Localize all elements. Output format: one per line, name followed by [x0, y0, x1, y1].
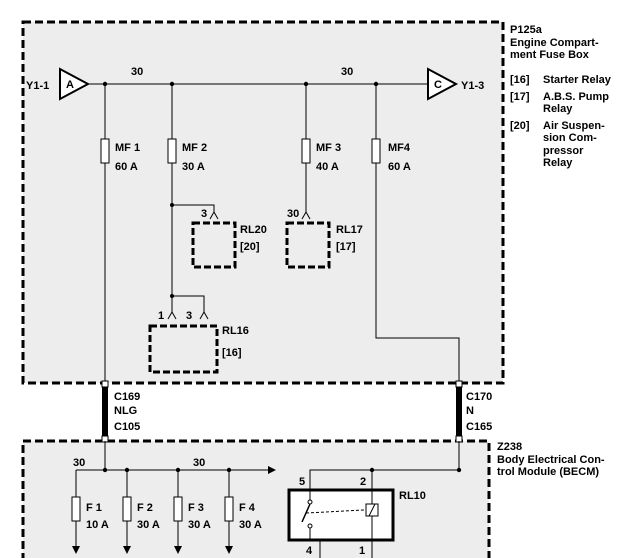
- rl20-ref: [20]: [240, 241, 260, 253]
- rl16-pin3-label: 3: [186, 310, 192, 322]
- fuse-box-name-line: ment Fuse Box: [510, 49, 589, 61]
- fuse-f4-name: F 4: [239, 502, 256, 514]
- rl10-pin1-label: 1: [359, 545, 365, 557]
- connector-pin-top-right: [455, 380, 463, 388]
- bcm-title: Z238 Body Electrical Con- trol Module (B…: [497, 441, 605, 479]
- legend-text-line: pressor: [543, 144, 584, 157]
- wire-label-30: 30: [73, 457, 85, 469]
- bcm-name-line: trol Module (BECM): [497, 466, 600, 478]
- rl10-pin2-label: 2: [360, 476, 366, 488]
- rl16-name: RL16: [222, 325, 249, 337]
- legend-num: [16]: [510, 74, 530, 86]
- fuse-mf4-name: MF4: [388, 142, 411, 154]
- fuse-box-outline: [21, 20, 505, 385]
- wire-label-30: 30: [131, 66, 143, 78]
- legend-item: [17] A.B.S. Pump Relay: [510, 91, 633, 116]
- fuse-box-name-line: Engine Compart-: [510, 36, 599, 49]
- fuse-f4: [224, 496, 234, 522]
- fuse-mf3-name: MF 3: [316, 142, 341, 154]
- legend-item: [16] Starter Relay: [510, 74, 633, 87]
- fuse-mf4: [371, 138, 381, 164]
- harness-right-line: N: [466, 405, 474, 417]
- harness-right-line: C165: [466, 421, 492, 433]
- wire-label-30: 30: [193, 457, 205, 469]
- legend-num: [17]: [510, 90, 530, 103]
- legend-text-line: Relay: [543, 157, 573, 169]
- legend-text-line: Starter Relay: [543, 74, 611, 86]
- fuse-f2-rating: 30 A: [137, 519, 160, 531]
- fuse-mf3-rating: 40 A: [316, 161, 339, 173]
- connector-out-label: Y1-3: [461, 80, 484, 92]
- fuse-mf2-rating: 30 A: [182, 161, 205, 173]
- fuse-mf3: [301, 138, 311, 164]
- connector-pin-top-left: [101, 380, 109, 388]
- fuse-box-title: P125a Engine Compart- ment Fuse Box: [510, 24, 599, 62]
- fuse-mf4-rating: 60 A: [388, 161, 411, 173]
- fuse-mf1-name: MF 1: [115, 142, 140, 154]
- rl17-name: RL17: [336, 224, 363, 236]
- fuse-mf2: [167, 138, 177, 164]
- rl17-pin-label: 30: [287, 208, 299, 220]
- legend-text-line: sion Com-: [543, 132, 597, 144]
- rl10-name: RL10: [399, 490, 426, 502]
- fuse-mf1: [100, 138, 110, 164]
- legend-text: Starter Relay: [543, 74, 633, 87]
- legend-text-line: Air Suspen-: [543, 119, 605, 132]
- fuse-f3-rating: 30 A: [188, 519, 211, 531]
- rl16-ref: [16]: [222, 347, 242, 359]
- connector-y1-1: [59, 67, 91, 101]
- bcm-bus-arrow: [268, 466, 276, 474]
- wire-label-30: 30: [341, 66, 353, 78]
- connector-y1-3: [427, 67, 459, 101]
- legend-text: Air Suspen- sion Com- pressor Relay: [543, 120, 633, 170]
- fuse-box-legend: [16] Starter Relay [17] A.B.S. Pump Rela…: [510, 74, 633, 170]
- bcm-code: Z238: [497, 441, 523, 453]
- rl10-pin5-label: 5: [299, 476, 305, 488]
- harness-wire-right: [456, 387, 462, 436]
- fuse-f3: [173, 496, 183, 522]
- connector-out-letter: C: [434, 79, 442, 91]
- fuse-mf1-rating: 60 A: [115, 161, 138, 173]
- bcm-outline: [21, 439, 491, 558]
- legend-text-line: A.B.S. Pump: [543, 90, 610, 103]
- fuse-f1: [71, 496, 81, 522]
- harness-wire-left: [102, 387, 108, 436]
- rl17-ref: [17]: [336, 241, 356, 253]
- harness-left-line: NLG: [114, 405, 137, 417]
- rl20-pin-label: 3: [201, 208, 207, 220]
- rl20-name: RL20: [240, 224, 267, 236]
- legend-text-line: Relay: [543, 103, 573, 115]
- fuse-box-code: P125a: [510, 24, 542, 36]
- fuse-f3-name: F 3: [188, 502, 204, 514]
- harness-left-line: C105: [114, 421, 140, 433]
- fuse-mf2-name: MF 2: [182, 142, 207, 154]
- fuse-f1-rating: 10 A: [86, 519, 109, 531]
- harness-right-line: C170: [466, 391, 492, 403]
- legend-num: [20]: [510, 119, 530, 132]
- connector-in-label: Y1-1: [26, 80, 49, 92]
- fuse-f2: [122, 496, 132, 522]
- legend-text: A.B.S. Pump Relay: [543, 91, 633, 116]
- relay-rl16: [148, 324, 219, 374]
- fuse-f4-rating: 30 A: [239, 519, 262, 531]
- rl10-pin4-label: 4: [306, 545, 313, 557]
- fuse-f2-name: F 2: [137, 502, 153, 514]
- relay-rl20: [191, 221, 237, 269]
- rl16-pin1-label: 1: [158, 310, 164, 322]
- connector-in-letter: A: [66, 79, 74, 91]
- fuse-f1-name: F 1: [86, 502, 102, 514]
- bcm-name-line: Body Electrical Con-: [497, 453, 605, 466]
- legend-item: [20] Air Suspen- sion Com- pressor Relay: [510, 120, 633, 170]
- relay-rl17: [285, 221, 331, 269]
- harness-left-line: C169: [114, 391, 140, 403]
